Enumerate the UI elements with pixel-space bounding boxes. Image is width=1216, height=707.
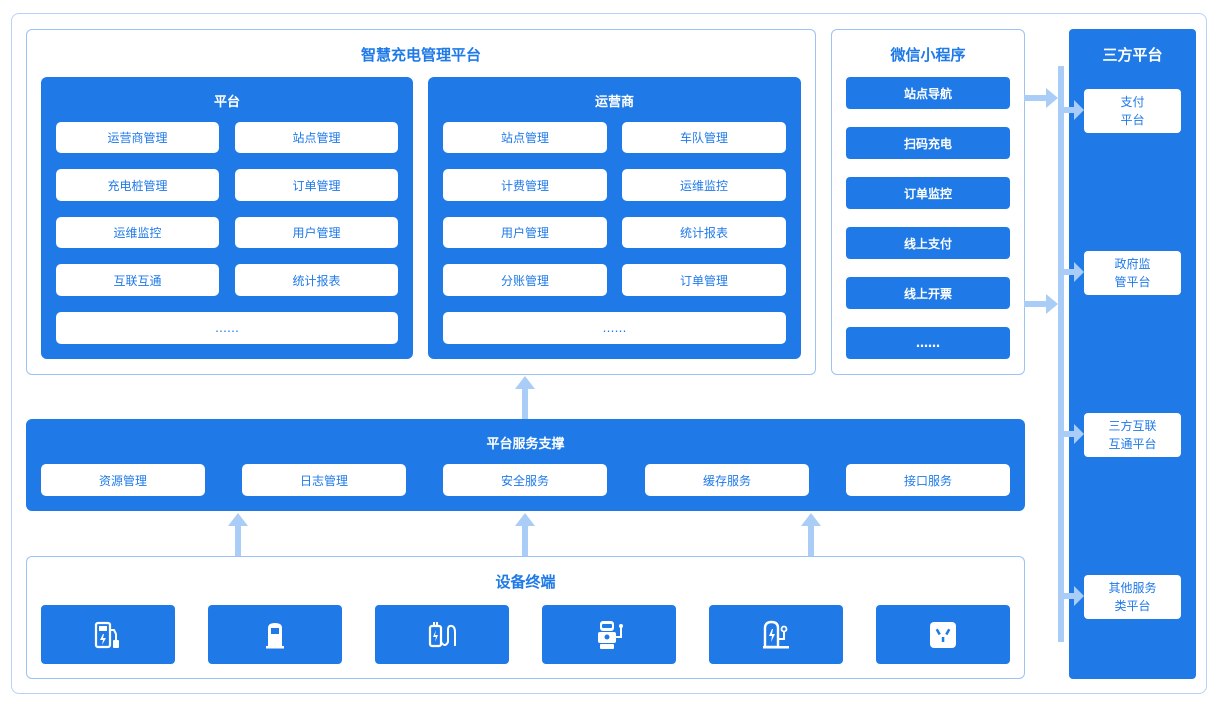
arrow-up [235,525,241,556]
third-party-item: 政府监 管平台 [1084,251,1181,295]
robot-charger-icon [598,620,623,649]
device-card [41,605,175,664]
module-chip: 运维监控 [56,217,219,248]
charging-pile-icon [266,622,284,648]
third-party-panel [1069,29,1196,679]
arrow-up [808,525,814,556]
device-panel [26,556,1025,679]
arrow-up [522,388,528,419]
branch-arrow [1064,269,1076,275]
branch-arrow [1064,593,1076,599]
wechat-item: 订单监控 [846,177,1010,209]
branch-arrow-head [1074,424,1084,444]
branch-arrow-head [1074,100,1084,120]
wechat-item: 线上开票 [846,277,1010,309]
module-chip: 互联互通 [56,264,219,296]
wechat-item: 线上支付 [846,227,1010,259]
arrow-up-head [515,513,535,526]
plug-cable-icon [428,621,456,647]
device-card [208,605,342,664]
module-chip: 站点管理 [235,122,398,153]
platform-title: 智慧充电管理平台 [360,46,481,64]
service-support-title: 平台服务支撑 [486,437,565,452]
branch-arrow [1064,107,1076,113]
service-chip: 缓存服务 [645,464,809,496]
arrow-right [1024,301,1048,307]
bus-line [1058,66,1064,642]
more-chip: …… [56,312,398,344]
branch-arrow-head [1074,262,1084,282]
arrow-right-head [1046,88,1058,108]
third-party-title: 三方平台 [1102,46,1163,64]
third-party-item: 支付 平台 [1084,89,1181,133]
module-chip: 统计报表 [235,264,398,296]
service-chip: 安全服务 [443,464,607,496]
branch-arrow [1064,431,1076,437]
service-chip: 接口服务 [846,464,1010,496]
module-chip: 订单管理 [235,169,398,201]
module-chip: 运营商管理 [56,122,219,153]
device-card [876,605,1010,664]
arrow-up [522,525,528,556]
module-chip: 分账管理 [443,264,607,296]
arrow-right-head [1046,294,1058,314]
branch-arrow-head [1074,586,1084,606]
module-chip: 用户管理 [235,217,398,248]
arrow-up-head [801,513,821,526]
module-chip: 订单管理 [622,264,786,296]
ev-charger-icon [763,620,789,648]
device-card [375,605,509,664]
module-chip: 站点管理 [443,122,607,153]
wechat-item-more: …… [846,327,1010,359]
more-chip: …… [443,312,786,344]
service-chip: 资源管理 [41,464,205,496]
module-chip: 车队管理 [622,122,786,153]
module-chip: 计费管理 [443,169,607,201]
third-party-item: 其他服务 类平台 [1084,575,1181,619]
arrow-up-head [228,513,248,526]
module-chip: 统计报表 [622,217,786,248]
power-socket-icon [930,621,956,648]
service-chip: 日志管理 [242,464,406,496]
module-chip: 运维监控 [622,169,786,201]
operator-group-title: 运营商 [594,95,634,110]
module-chip: 充电桩管理 [56,169,219,201]
device-title: 设备终端 [495,573,556,591]
device-card [542,605,676,664]
third-party-item: 三方互联 互通平台 [1084,413,1181,457]
platform-group-title: 平台 [213,95,240,110]
wechat-item: 扫码充电 [846,127,1010,159]
wechat-title: 微信小程序 [890,46,966,64]
module-chip: 用户管理 [443,217,607,248]
wechat-item: 站点导航 [846,77,1010,109]
arrow-up-head [515,376,535,389]
fuel-charger-icon [94,621,119,648]
device-card [709,605,843,664]
arrow-right [1024,95,1048,101]
